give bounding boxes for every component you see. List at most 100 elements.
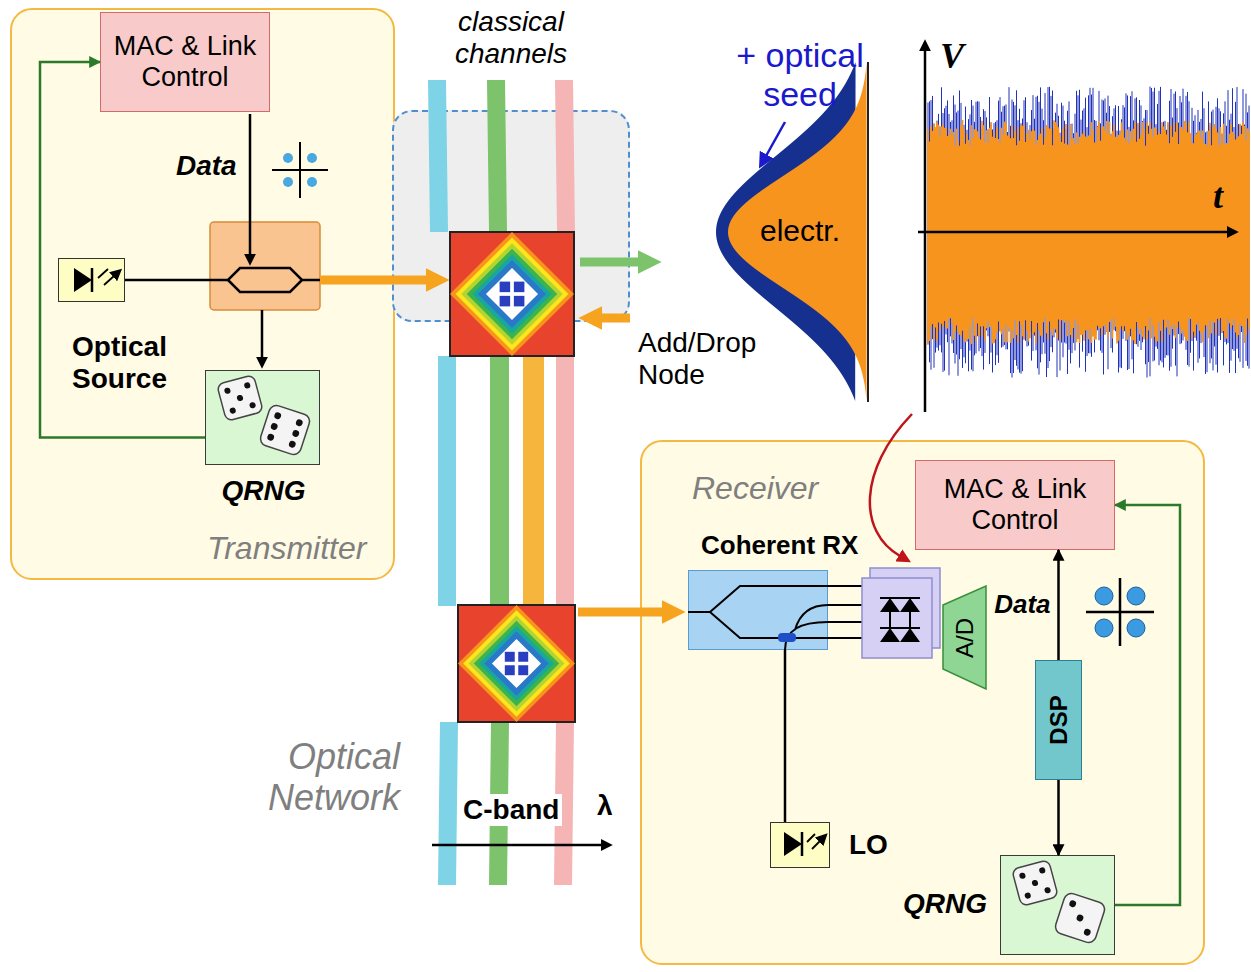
- constellation-dot: [1095, 619, 1113, 637]
- roadm-square: [458, 605, 575, 722]
- constellation-dot: [1127, 587, 1145, 605]
- node-label: A/D: [951, 617, 979, 657]
- connector: [1057, 550, 1060, 660]
- roadm-ring: [469, 616, 565, 712]
- channel-stripe: [438, 722, 458, 885]
- signal-arrow: [320, 276, 428, 285]
- constellation-dot: [283, 153, 293, 163]
- histogram-baseline: [867, 62, 869, 402]
- adc-trapezoid: A/D: [942, 585, 987, 690]
- modulator: [125, 114, 320, 358]
- constellation-dot: [1095, 587, 1113, 605]
- roadm-ring: [450, 232, 574, 356]
- roadm-ring: [456, 238, 569, 351]
- wavelength-axis: [432, 844, 602, 847]
- die-pip: [1024, 892, 1031, 899]
- die: [259, 404, 312, 457]
- constellation-tx: [272, 142, 328, 198]
- node-label: Transmitter: [207, 530, 366, 567]
- roadm-ring: [458, 605, 575, 722]
- photodiodes: [862, 568, 940, 658]
- roadm-ring: [478, 260, 546, 328]
- die-pip: [273, 411, 281, 419]
- annotation-label: λ: [594, 790, 616, 822]
- transmitter-panel: MAC & Link ControlOptical SourceQRNG Tran…: [10, 8, 395, 580]
- roadm-symbols: [450, 232, 575, 722]
- constellation-axes: [272, 142, 328, 198]
- drop-arrow: [580, 258, 640, 267]
- die-pip: [236, 394, 243, 401]
- roadm-port: [500, 282, 511, 293]
- callout-arrow: [870, 414, 912, 556]
- dsp-box: DSP: [1035, 660, 1082, 780]
- die-pip: [244, 382, 251, 389]
- connector: [1115, 505, 1180, 905]
- annotation-label: electr.: [760, 214, 840, 249]
- die-pip: [295, 418, 303, 426]
- photodiode-box: [862, 578, 932, 658]
- connector: [40, 62, 205, 438]
- roadm-ring: [492, 639, 541, 688]
- die-pip: [1044, 887, 1051, 894]
- annotation-label: + optical seed: [722, 36, 878, 114]
- die: [1054, 892, 1107, 945]
- node-label: Optical Source: [47, 331, 192, 395]
- add-arrow: [600, 314, 630, 323]
- channel-stripe: [438, 356, 456, 606]
- die-pip: [1068, 899, 1076, 907]
- die-pip: [1039, 867, 1046, 874]
- die-pip: [1019, 872, 1026, 879]
- die-face: [259, 404, 312, 457]
- constellation-dot: [1127, 619, 1145, 637]
- constellation-dot: [307, 177, 317, 187]
- fiber: [125, 279, 210, 282]
- laser-symbol: [74, 268, 114, 292]
- roadm-port: [500, 296, 511, 307]
- die-face: [1054, 892, 1107, 945]
- diode-bar: [801, 832, 804, 856]
- constellation-dot: [283, 177, 293, 187]
- annotation-label: Data: [176, 150, 237, 182]
- diode-bar: [91, 268, 94, 292]
- diode: [74, 268, 92, 292]
- node-label: DSP: [1045, 695, 1073, 744]
- roadm-symbol: [458, 605, 575, 722]
- die-pip: [292, 429, 300, 437]
- die-pip: [1031, 879, 1038, 886]
- node-label: Receiver: [692, 470, 818, 507]
- signal-arrow: [578, 608, 664, 617]
- die-pip: [266, 433, 274, 441]
- connector: [1057, 780, 1060, 855]
- roadm-ring: [484, 631, 548, 695]
- waveguide: [828, 586, 862, 638]
- emission-arrows: [807, 834, 820, 849]
- diode: [880, 598, 920, 642]
- receiver-panel: MAC & Link ControlCoherent RXA/DDSPLOQRN…: [640, 440, 1205, 965]
- die-pip: [229, 407, 236, 414]
- roadm-port: [514, 296, 525, 307]
- annotation-label: classical channels: [440, 6, 582, 70]
- constellation-dot: [307, 153, 317, 163]
- annotation-label: C-band: [460, 794, 562, 826]
- roadm-ring: [486, 268, 538, 320]
- modulator-box: [210, 222, 320, 310]
- annotation-label: Optical Network: [244, 736, 400, 819]
- diode: [784, 832, 802, 856]
- laser-symbol: [784, 832, 820, 856]
- roadm-ring: [461, 243, 563, 345]
- time-axis: [918, 231, 1228, 234]
- roadm-port: [518, 665, 528, 675]
- die-pip: [1076, 914, 1084, 922]
- roadm-port: [505, 652, 515, 662]
- tap-arrow: [261, 310, 264, 358]
- mac-box: MAC & Link Control: [100, 12, 270, 112]
- constellation-axes: [1086, 578, 1154, 646]
- annotation-label: V: [940, 36, 964, 77]
- die: [217, 375, 264, 422]
- roadm-ring: [474, 621, 559, 706]
- mach-zehnder: [210, 268, 320, 292]
- node-label: QRNG: [206, 475, 321, 507]
- channel-stripe: [487, 80, 507, 232]
- node-label: QRNG: [903, 888, 987, 920]
